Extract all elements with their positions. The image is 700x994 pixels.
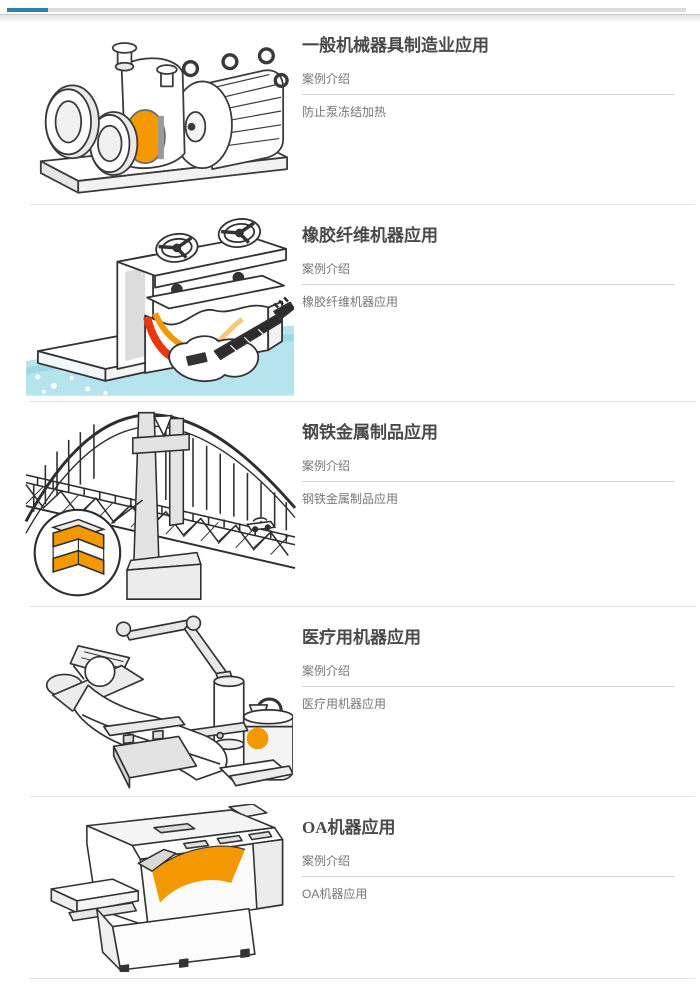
case-section-steel-metal: 钢铁金属制品应用 案例介绍 钢铁金属制品应用 [0, 402, 700, 606]
case-title[interactable]: 医疗用机器应用 [302, 628, 421, 647]
case-intro-label: 案例介绍 [302, 852, 675, 877]
case-description-link[interactable]: 橡胶纤维机器应用 [302, 295, 399, 309]
case-image[interactable] [24, 402, 296, 606]
tab-bar-track [7, 8, 686, 12]
case-image[interactable] [24, 607, 296, 796]
case-image[interactable] [24, 205, 296, 401]
case-info: OA机器应用 案例介绍 OA机器应用 [296, 797, 700, 978]
dental-chair-illustration[interactable] [27, 614, 293, 790]
case-image[interactable] [24, 15, 296, 204]
case-description-link[interactable]: OA机器应用 [302, 887, 368, 901]
case-intro-label: 案例介绍 [302, 662, 675, 687]
section-divider [30, 978, 695, 979]
case-image[interactable] [24, 797, 296, 978]
case-title[interactable]: 钢铁金属制品应用 [302, 423, 438, 442]
case-info: 橡胶纤维机器应用 案例介绍 橡胶纤维机器应用 [296, 205, 700, 401]
case-info: 一般机械器具制造业应用 案例介绍 防止泵冻结加热 [296, 15, 700, 204]
pump-and-motor-illustration[interactable] [27, 25, 293, 195]
application-case-list: 一般机械器具制造业应用 案例介绍 防止泵冻结加热 [0, 15, 700, 979]
case-section-rubber-fiber: 橡胶纤维机器应用 案例介绍 橡胶纤维机器应用 [0, 205, 700, 401]
active-tab-indicator[interactable] [7, 8, 48, 12]
section-divider [30, 606, 695, 607]
section-divider [30, 401, 695, 402]
case-info: 医疗用机器应用 案例介绍 医疗用机器应用 [296, 607, 700, 796]
case-section-medical: 医疗用机器应用 案例介绍 医疗用机器应用 [0, 607, 700, 796]
case-intro-label: 案例介绍 [302, 457, 675, 482]
case-intro-label: 案例介绍 [302, 260, 675, 285]
case-title[interactable]: 橡胶纤维机器应用 [302, 226, 438, 245]
case-section-oa-equipment: OA机器应用 案例介绍 OA机器应用 [0, 797, 700, 978]
case-intro-label: 案例介绍 [302, 70, 675, 95]
press-machine-guitar-illustration[interactable] [26, 210, 294, 396]
case-title[interactable]: 一般机械器具制造业应用 [302, 36, 489, 55]
case-description-link[interactable]: 医疗用机器应用 [302, 697, 387, 711]
section-divider [30, 796, 695, 797]
case-section-general-machinery: 一般机械器具制造业应用 案例介绍 防止泵冻结加热 [0, 15, 700, 204]
case-description-link[interactable]: 防止泵冻结加热 [302, 105, 387, 119]
case-title[interactable]: OA机器应用 [302, 818, 396, 837]
case-description-link[interactable]: 钢铁金属制品应用 [302, 492, 399, 506]
case-info: 钢铁金属制品应用 案例介绍 钢铁金属制品应用 [296, 402, 700, 606]
section-divider [30, 204, 695, 205]
suspension-bridge-illustration[interactable] [24, 405, 296, 603]
content-card-top-edge [0, 14, 700, 23]
copier-illustration[interactable] [35, 803, 285, 972]
